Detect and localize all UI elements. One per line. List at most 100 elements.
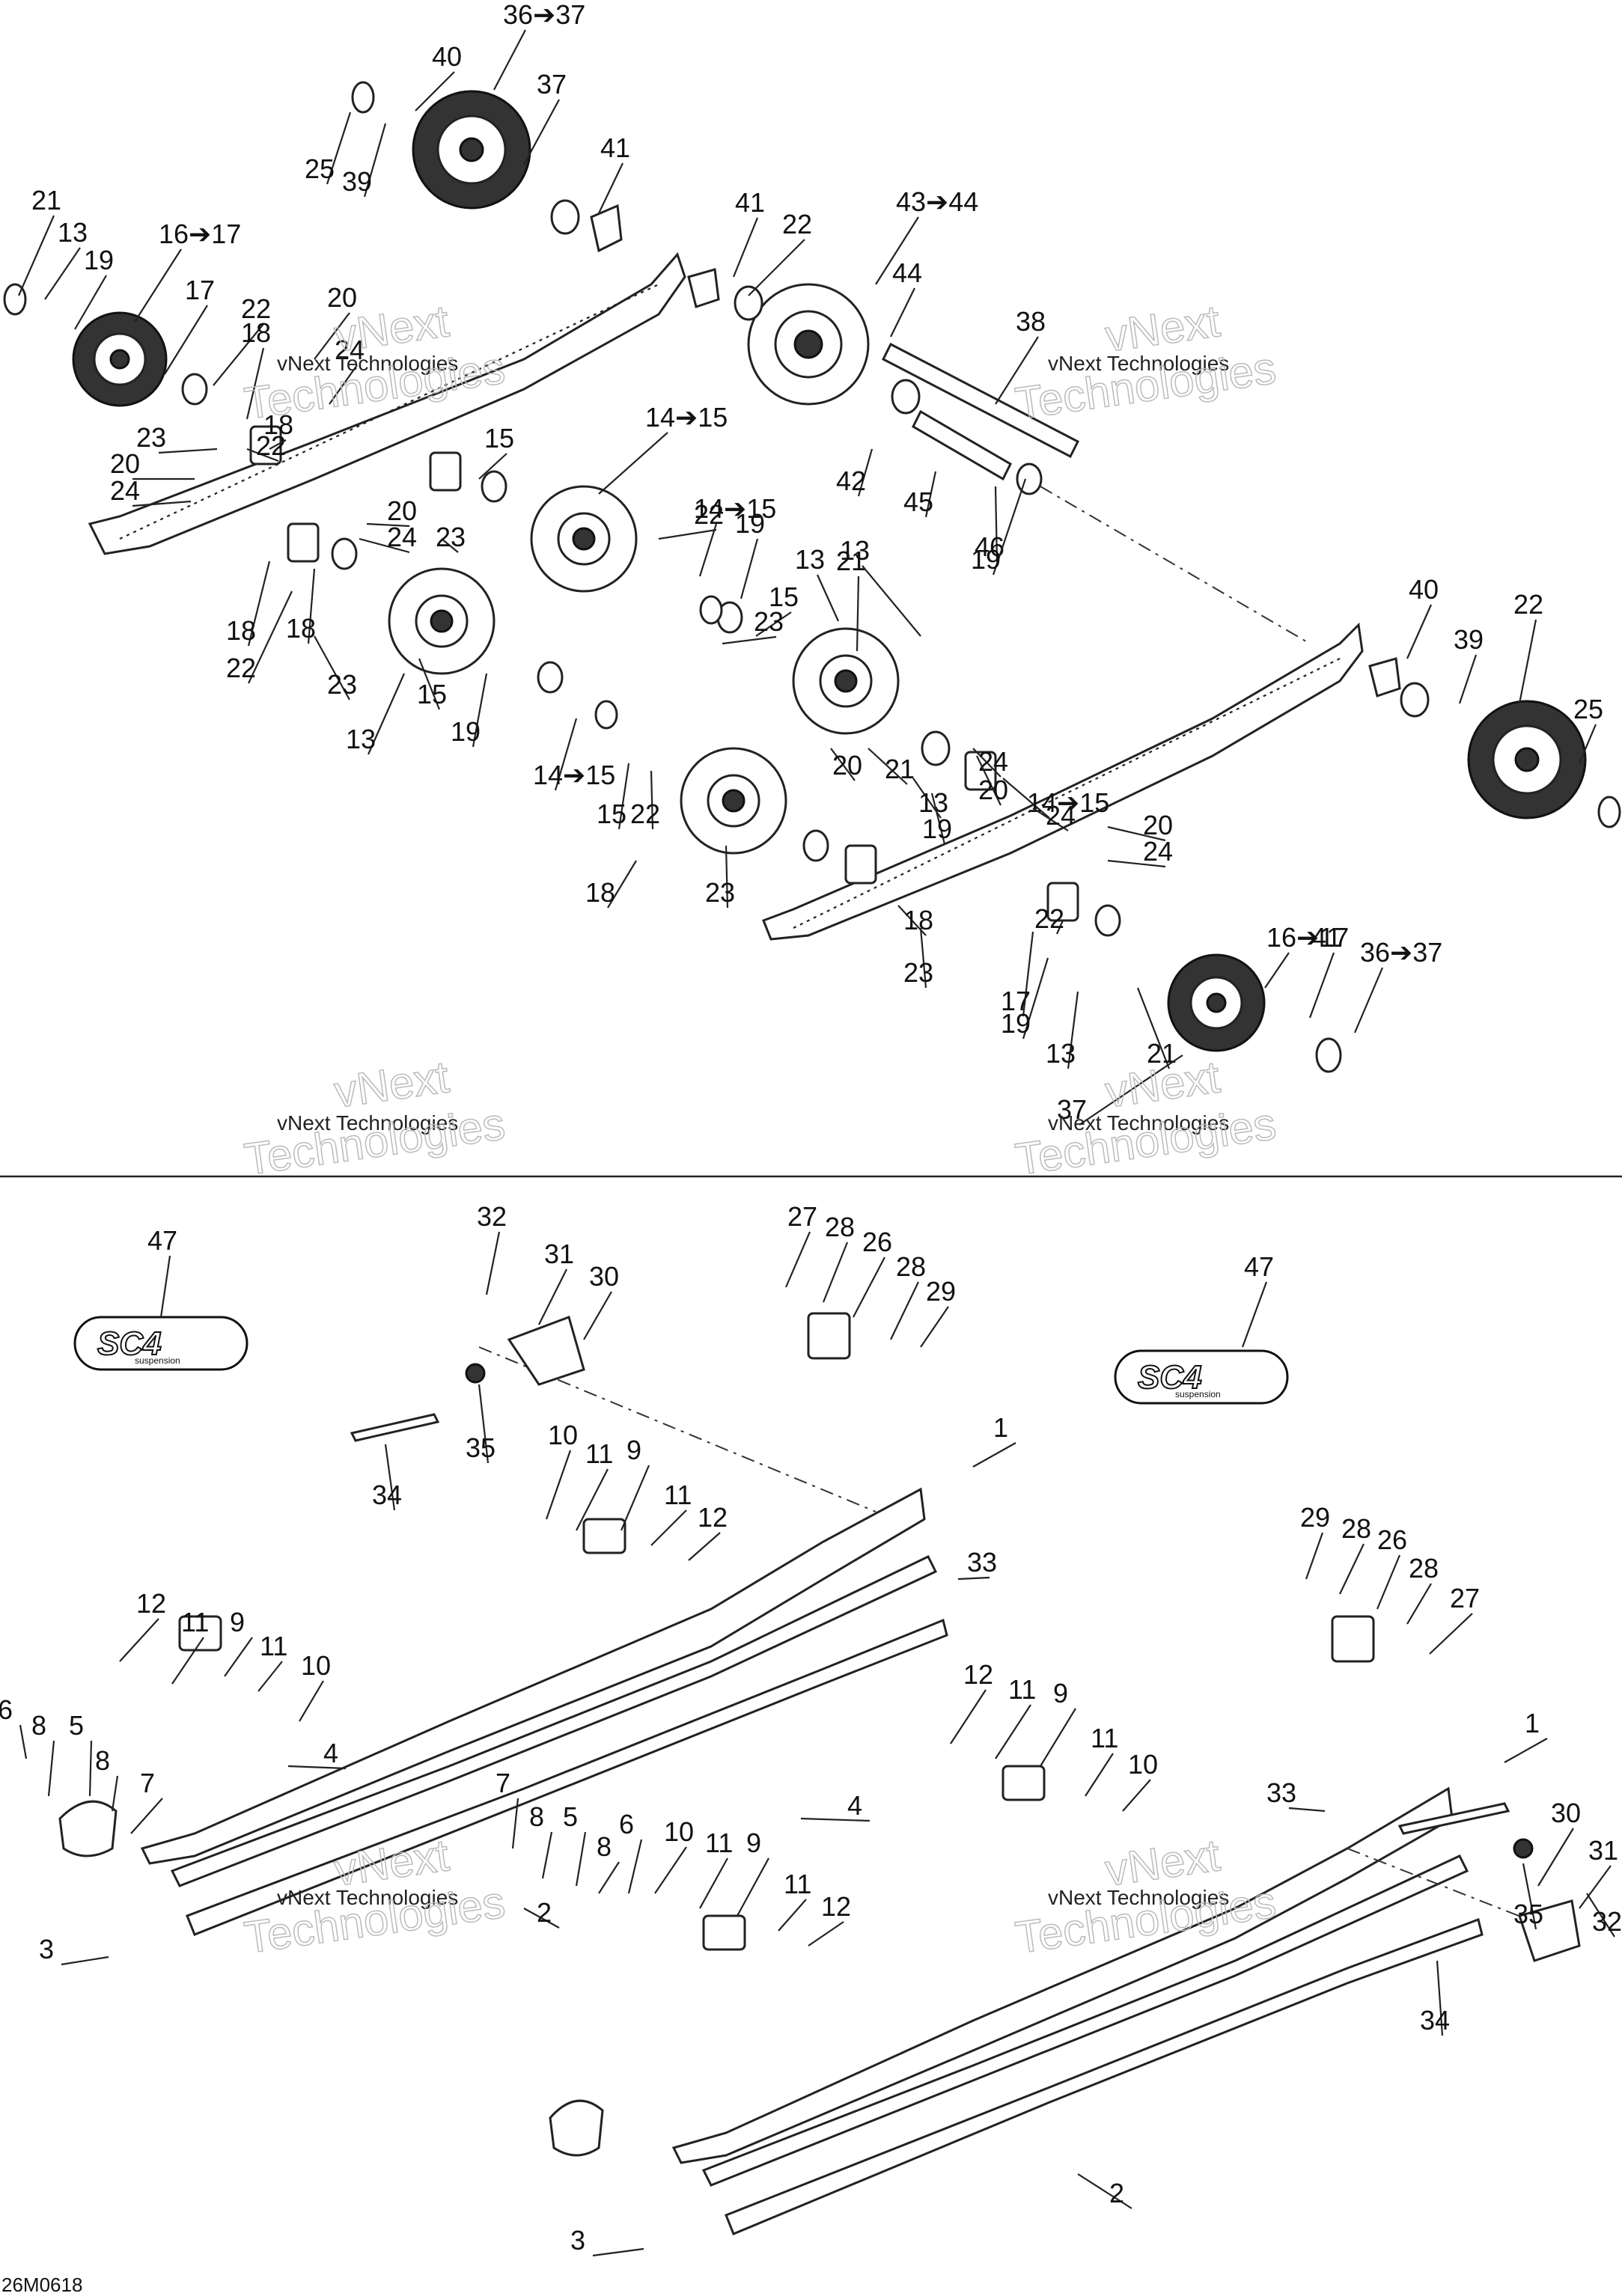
callout-top-leader-72 [1308, 952, 1335, 1019]
callout-bottom-leader-15 [650, 1509, 687, 1546]
callout-bottom-leader-30 [61, 1955, 109, 1966]
callout-top-label-50: 21 [885, 754, 915, 784]
callout-bottom-label-8: 47 [147, 1225, 177, 1256]
callout-bottom-label-60: 2 [1109, 2178, 1124, 2208]
callout-bottom-label-33: 28 [1341, 1513, 1371, 1544]
callout-top-leader-5 [598, 162, 624, 214]
callout-top-label-11: 22 [241, 293, 271, 324]
callout-bottom-leader-53 [575, 1831, 587, 1887]
callout-top-label-63: 24 [1143, 836, 1173, 867]
callout-top-label-36: 13 [840, 535, 870, 566]
callout-top-leader-58 [830, 748, 856, 781]
callout-bottom-leader-17 [972, 1442, 1016, 1468]
callout-top-label-65: 23 [903, 957, 933, 988]
callout-top-leader-9 [74, 275, 107, 330]
callout-bottom-label-38: 11 [1008, 1674, 1036, 1705]
callout-top-leader-13 [246, 347, 265, 420]
callout-bottom-leader-43 [1288, 1807, 1326, 1813]
watermark-small-1: vNext Technologies [277, 352, 458, 375]
callout-bottom-label-21: 9 [230, 1607, 245, 1637]
callout-top-label-76: 22 [1513, 589, 1543, 620]
callout-top-label-60: 20 [978, 775, 1008, 805]
callout-bottom-leader-20 [171, 1637, 204, 1685]
callout-bottom-label-29: 4 [323, 1738, 338, 1768]
callout-bottom-leader-58 [1586, 1893, 1615, 1938]
drawing-code: 26M0618 [1, 2274, 82, 2296]
watermark-small-2: vNext Technologies [1048, 352, 1229, 375]
callout-bottom-label-22: 11 [260, 1631, 287, 1661]
callout-top-leader-38 [740, 538, 759, 599]
callout-top-leader-7 [44, 247, 81, 300]
callout-bottom-leader-44 [1537, 1828, 1574, 1887]
callout-bottom-label-55: 6 [619, 1809, 634, 1839]
wheel-14-lower [680, 747, 787, 855]
callout-top-leader-74 [1079, 1054, 1183, 1126]
wheel-14-middle [530, 485, 638, 593]
callout-bottom-label-59: 34 [1420, 2005, 1450, 2036]
callout-top-leader-65 [919, 927, 927, 989]
callout-bottom-label-2: 30 [589, 1261, 619, 1292]
wheel-14-right [792, 627, 900, 735]
callout-top-leader-57 [725, 845, 729, 909]
callout-bottom-label-25: 8 [31, 1710, 46, 1741]
callout-bottom-leader-1 [538, 1268, 567, 1325]
logo-text-left: SC4 [97, 1325, 162, 1362]
callout-top-label-62: 20 [1143, 810, 1173, 840]
callout-bottom-label-41: 10 [1128, 1749, 1158, 1780]
callout-top-label-22: 20 [387, 495, 417, 526]
callout-top-leader-62 [1107, 825, 1166, 842]
callout-top-label-26: 22 [782, 209, 812, 239]
callout-top-label-1: 40 [432, 41, 462, 72]
callout-top-leader-23 [359, 537, 410, 554]
callout-top-leader-46 [418, 658, 441, 710]
callout-bottom-label-43: 33 [1266, 1777, 1296, 1808]
callout-bottom-leader-33 [1339, 1543, 1365, 1595]
callout-bottom-leader-3 [784, 1231, 811, 1288]
callout-top-label-35: 21 [836, 546, 866, 576]
callout-top-leader-70 [1136, 987, 1171, 1069]
callout-bottom-leader-8 [159, 1255, 171, 1318]
callout-bottom-leader-41 [1122, 1779, 1151, 1812]
callout-top-leader-28 [890, 287, 915, 338]
callout-top-leader-77 [1458, 654, 1478, 704]
callout-bottom-label-42: 1 [1525, 1708, 1540, 1738]
callout-top-leader-22 [366, 522, 410, 528]
callout-top-leader-73 [1353, 967, 1384, 1033]
callout-top-label-55: 22 [630, 799, 660, 829]
callout-bottom-label-28: 7 [140, 1768, 155, 1798]
callout-bottom-label-3: 27 [787, 1201, 817, 1232]
sc4-logo-right: SC4 suspension [1114, 1349, 1289, 1405]
callout-top-label-8: 16➔17 [159, 219, 241, 249]
callout-top-leader-41 [722, 635, 777, 645]
callout-top-label-49: 14➔15 [533, 760, 615, 790]
callout-top-leader-66 [1055, 920, 1064, 935]
callout-bottom-leader-48 [737, 1857, 769, 1917]
callout-bottom-label-35: 28 [1409, 1553, 1439, 1584]
wheel-36-right [1467, 700, 1587, 819]
callout-bottom-leader-7 [920, 1306, 949, 1348]
callout-bottom-label-48: 9 [746, 1828, 761, 1858]
callout-top-label-16: 20 [110, 448, 140, 479]
callout-bottom-leader-56 [800, 1817, 871, 1822]
brackets-top [249, 204, 1401, 922]
callout-bottom-leader-14 [620, 1465, 650, 1531]
callout-top-label-67: 17 [1001, 986, 1031, 1016]
callout-top-label-12: 20 [327, 282, 357, 313]
callout-top-label-4: 39 [342, 166, 372, 197]
watermark-small-3: vNext Technologies [277, 1111, 458, 1135]
callout-top-label-14: 24 [335, 335, 365, 365]
callout-top-leader-27 [875, 216, 919, 285]
callout-bottom-leader-35 [1406, 1583, 1432, 1625]
callout-top-leader-61 [1032, 807, 1069, 831]
callout-top-label-46: 15 [417, 679, 447, 709]
callout-bottom-label-4: 28 [825, 1212, 855, 1242]
callout-bottom-label-45: 31 [1588, 1835, 1618, 1866]
callout-top-leader-78 [1578, 724, 1597, 764]
logo-text-right: SC4 [1138, 1359, 1202, 1396]
callout-bottom-leader-21 [224, 1637, 253, 1677]
callout-top-label-2: 37 [537, 69, 567, 100]
callout-top-leader-21 [598, 432, 668, 495]
callout-top-leader-50 [868, 748, 908, 785]
callout-top-label-38: 19 [735, 508, 765, 539]
